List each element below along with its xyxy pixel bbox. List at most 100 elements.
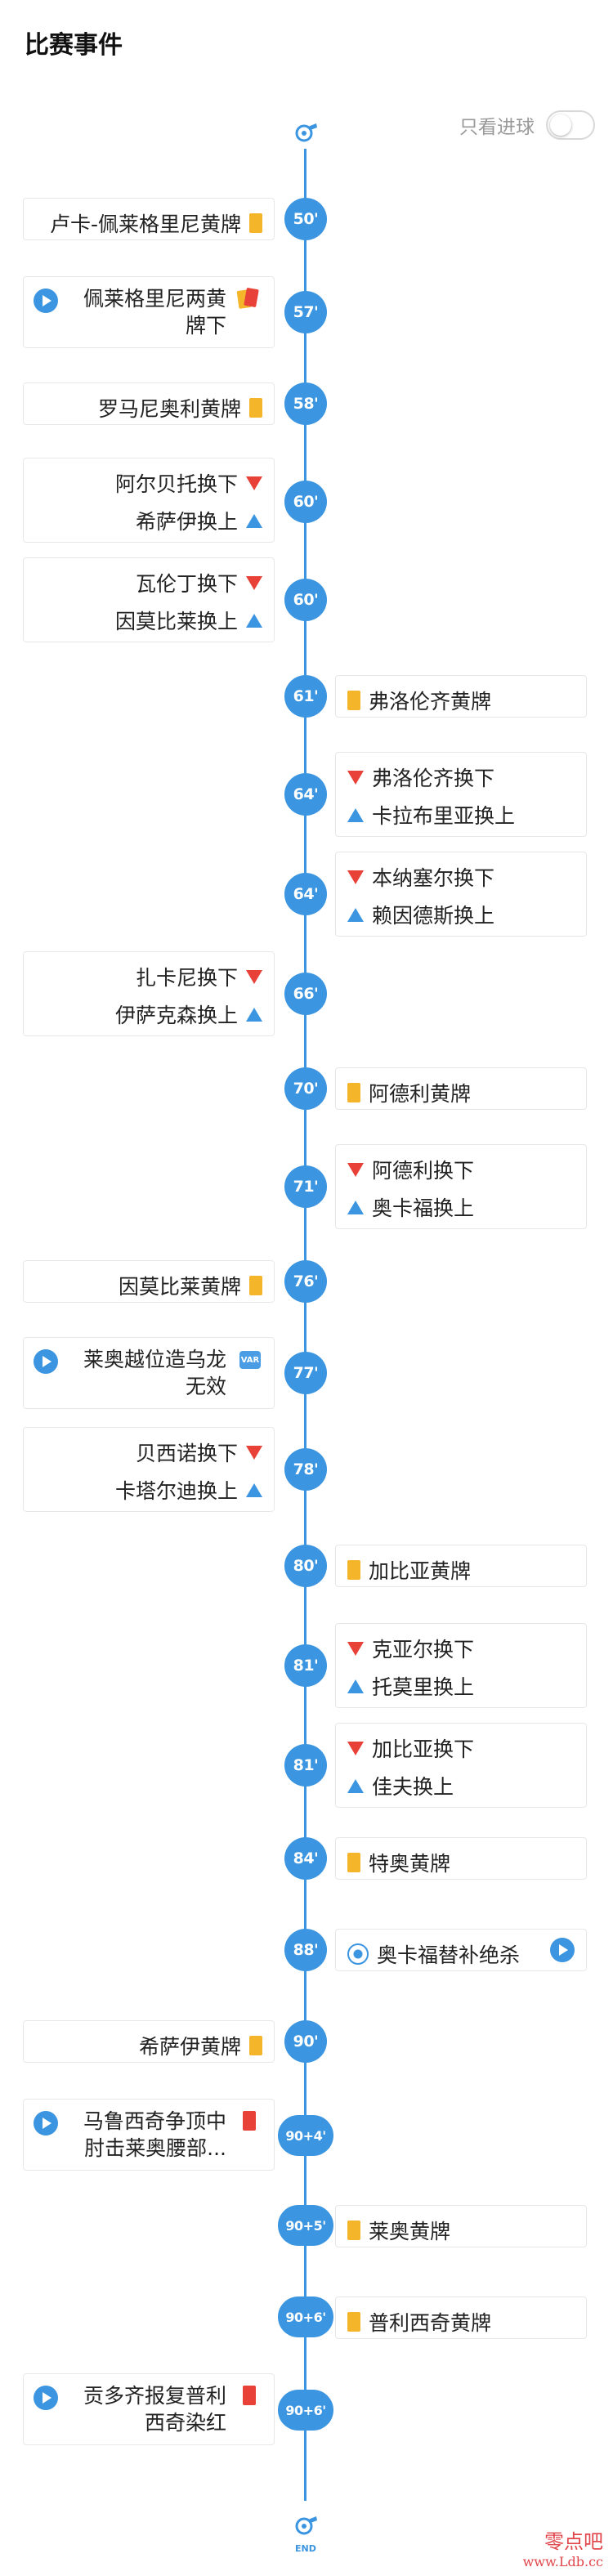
yellow-card-icon (249, 398, 262, 418)
minute-badge: 70' (284, 1067, 327, 1110)
arrow-up-icon (246, 1483, 262, 1497)
event-text: 普利西奇黄牌 (369, 2311, 492, 2335)
event-card: 希萨伊黄牌 (23, 2020, 275, 2063)
arrow-down-icon (246, 476, 262, 490)
yellow-card-icon (347, 2312, 360, 2332)
yellow-card-icon (347, 691, 360, 710)
player-on-text: 卡拉布里亚换上 (372, 804, 516, 828)
minute-badge: 76' (284, 1260, 327, 1303)
event-text: 希萨伊黄牌 (138, 2035, 241, 2059)
event-card: 莱奥越位造乌龙 无效 VAR (23, 1337, 275, 1409)
arrow-up-icon (246, 613, 262, 628)
player-off-text: 阿德利换下 (372, 1159, 475, 1183)
event-text: 罗马尼奥利黄牌 (97, 397, 241, 421)
play-video-icon[interactable] (34, 1349, 58, 1374)
arrow-down-icon (246, 969, 262, 984)
minute-badge: 90+6' (278, 2390, 333, 2431)
minute-badge: 90+5' (278, 2205, 333, 2246)
player-on-text: 卡塔尔迪换上 (114, 1479, 238, 1503)
play-video-icon[interactable] (34, 2111, 58, 2135)
player-on-text: 托莫里换上 (372, 1675, 475, 1699)
substitution-card: 阿尔贝托换下 希萨伊换上 (23, 458, 275, 543)
watermark-url: www.Ldb.cc (522, 2554, 603, 2569)
minute-badge: 81' (284, 1644, 327, 1687)
player-on-text: 佳夫换上 (372, 1775, 454, 1799)
player-off-text: 瓦伦丁换下 (135, 572, 238, 596)
substitution-card: 克亚尔换下 托莫里换上 (335, 1623, 587, 1708)
event-text: 因莫比莱黄牌 (118, 1275, 241, 1299)
minute-badge: 50' (284, 198, 327, 240)
minute-badge: 71' (284, 1165, 327, 1208)
arrow-up-icon (347, 1778, 364, 1793)
play-video-icon[interactable] (550, 1938, 575, 1962)
event-text: 加比亚黄牌 (369, 1559, 472, 1583)
minute-badge: 90' (284, 2020, 327, 2063)
minute-badge: 81' (284, 1744, 327, 1787)
player-off-text: 加比亚换下 (372, 1737, 475, 1761)
minute-badge: 60' (284, 481, 327, 523)
second-yellow-card-icon (238, 288, 259, 308)
event-text-line: 马鲁西奇争顶中 (83, 2109, 226, 2133)
player-off-text: 本纳塞尔换下 (372, 866, 495, 890)
event-card: 加比亚黄牌 (335, 1545, 587, 1587)
arrow-up-icon (347, 1200, 364, 1214)
whistle-start-icon (288, 113, 324, 149)
event-card: 马鲁西奇争顶中 肘击莱奥腰部... (23, 2099, 275, 2171)
player-off-text: 阿尔贝托换下 (114, 472, 238, 496)
var-icon: VAR (239, 1351, 261, 1369)
minute-badge: 77' (284, 1352, 327, 1394)
timeline-line (304, 131, 306, 2501)
only-goals-label: 只看进球 (459, 117, 535, 138)
minute-badge: 64' (284, 773, 327, 816)
event-text-line: 佩莱格里尼两黄 (83, 287, 226, 311)
substitution-card: 扎卡尼换下 伊萨克森换上 (23, 951, 275, 1036)
arrow-up-icon (347, 1679, 364, 1693)
minute-badge: 57' (284, 291, 327, 333)
goal-card: 奥卡福替补绝杀 (335, 1929, 587, 1971)
event-card: 罗马尼奥利黄牌 (23, 382, 275, 425)
player-on-text: 奥卡福换上 (372, 1196, 475, 1220)
play-video-icon[interactable] (34, 2386, 58, 2410)
watermark-title: 零点吧 (544, 2530, 603, 2553)
red-card-icon (243, 2111, 256, 2131)
event-text: 奥卡福替补绝杀 (377, 1943, 521, 1967)
end-label: END (295, 2543, 316, 2554)
football-icon (347, 1943, 369, 1965)
event-card: 特奥黄牌 (335, 1837, 587, 1880)
play-video-icon[interactable] (34, 288, 58, 313)
event-text: 特奥黄牌 (369, 1852, 451, 1876)
yellow-card-icon (249, 2036, 262, 2055)
whistle-end-icon (288, 2506, 324, 2542)
arrow-down-icon (246, 1445, 262, 1460)
page-title: 比赛事件 (25, 31, 123, 60)
event-card: 贡多齐报复普利 西奇染红 (23, 2373, 275, 2445)
player-off-text: 弗洛伦齐换下 (372, 767, 495, 790)
event-card: 卢卡-佩莱格里尼黄牌 (23, 198, 275, 240)
event-text: 莱奥黄牌 (369, 2220, 451, 2243)
event-card: 佩莱格里尼两黄 牌下 (23, 276, 275, 348)
substitution-card: 弗洛伦齐换下 卡拉布里亚换上 (335, 752, 587, 837)
event-card: 普利西奇黄牌 (335, 2296, 587, 2339)
event-text-line: 牌下 (185, 314, 226, 338)
arrow-up-icon (246, 1007, 262, 1022)
only-goals-filter: 只看进球 (459, 110, 595, 140)
watermark: 零点吧 www.Ldb.cc (523, 2525, 603, 2569)
yellow-card-icon (347, 1560, 360, 1580)
only-goals-toggle[interactable] (546, 110, 595, 140)
arrow-up-icon (246, 513, 262, 528)
minute-badge: 88' (284, 1929, 327, 1971)
minute-badge: 64' (284, 873, 327, 915)
red-card-icon (243, 2386, 256, 2405)
minute-badge: 66' (284, 973, 327, 1015)
arrow-down-icon (246, 575, 262, 590)
arrow-down-icon (347, 1641, 364, 1656)
event-text: 阿德利黄牌 (369, 1082, 472, 1106)
substitution-card: 加比亚换下 佳夫换上 (335, 1723, 587, 1808)
minute-badge: 90+4' (278, 2115, 333, 2156)
player-on-text: 因莫比莱换上 (114, 610, 238, 633)
event-text: 弗洛伦齐黄牌 (369, 690, 492, 713)
minute-badge: 60' (284, 579, 327, 621)
player-off-text: 扎卡尼换下 (135, 966, 238, 990)
minute-badge: 84' (284, 1837, 327, 1880)
arrow-up-icon (347, 907, 364, 922)
